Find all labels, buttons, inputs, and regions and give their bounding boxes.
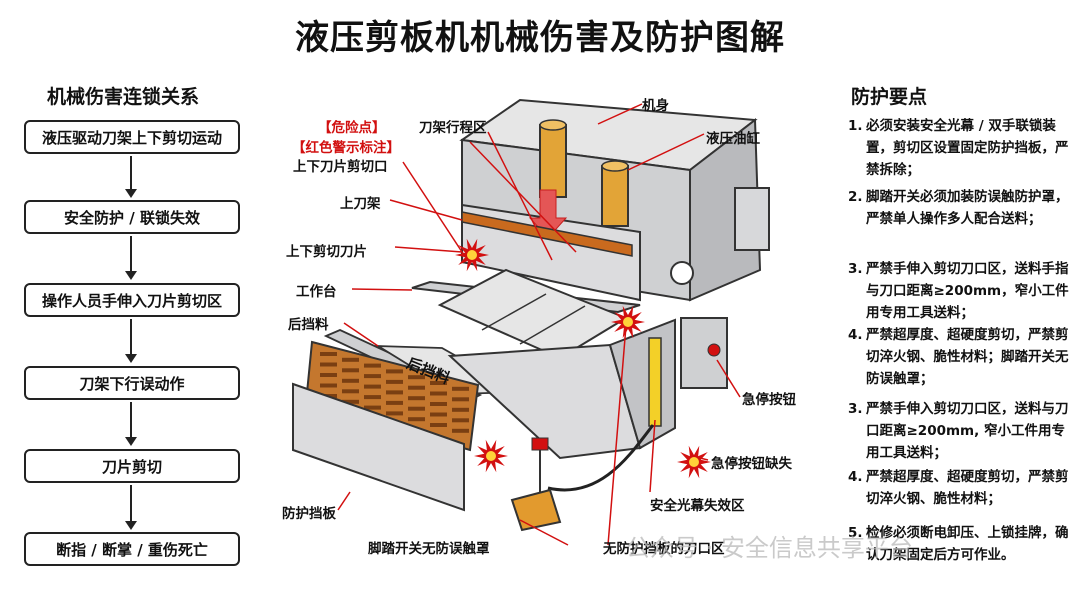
- flow-arrow: [125, 236, 137, 280]
- flow-step-4: 刀架下行误动作: [24, 366, 240, 400]
- pedal-label: 脚踏开关无防误触罩: [368, 541, 490, 557]
- foot-pedal: [510, 488, 562, 532]
- flow-step-2: 安全防护 / 联锁失效: [24, 200, 240, 234]
- estop-missing-label: 急停按钮缺失: [711, 456, 792, 472]
- guard-plate: [292, 382, 465, 512]
- tip-item: 5.检修必须断电卸压、上锁挂牌，确认刀架固定后方可作业。: [848, 525, 1069, 563]
- watermark: 公众号 · 安全信息共享平台: [626, 534, 913, 562]
- tip-item: 1.必须安装安全光幕 / 双手联锁装置，剪切区设置固定防护挡板，严禁拆除；: [848, 118, 1069, 178]
- tip-item: 4.严禁超厚度、超硬度剪切，严禁剪切淬火钢、脆性材料；: [848, 469, 1069, 507]
- estop-label: 急停按钮: [742, 392, 796, 408]
- cut-edge-label: 上下刀片剪切口: [293, 159, 388, 175]
- chain-heading: 机械伤害连锁关系: [47, 86, 200, 108]
- flow-step-1: 液压驱动刀架上下剪切运动: [24, 120, 240, 154]
- flow-step-3: 操作人员手伸入刀片剪切区: [24, 283, 240, 317]
- tip-item: 2.脚踏开关必须加装防误触防护罩，严禁单人操作多人配合送料；: [848, 189, 1069, 227]
- flow-arrow: [125, 402, 137, 446]
- blade-travel-label: 刀架行程区: [419, 120, 487, 136]
- warning-mark-label: 【红色警示标注】: [292, 140, 400, 156]
- hydraulic-cylinder-left: [539, 119, 567, 198]
- tip-item: 4.严禁超厚度、超硬度剪切，严禁剪切淬火钢、脆性材料；脚踏开关无防误触罩；: [848, 327, 1069, 387]
- page-title: 液压剪板机机械伤害及防护图解: [295, 18, 785, 58]
- flow-arrow: [125, 485, 137, 530]
- work-table-label: 工作台: [296, 284, 337, 300]
- machine-body-label: 机身: [642, 98, 669, 114]
- guard-plate-label: 防护挡板: [282, 506, 336, 522]
- danger-point-label: 【危险点】: [318, 120, 386, 136]
- tips-heading: 防护要点: [851, 86, 928, 108]
- hydraulic-cylinder-label: 液压油缸: [706, 131, 760, 147]
- hydraulic-cylinder-right: [601, 160, 629, 227]
- light-curtain-label: 安全光幕失效区: [650, 498, 745, 514]
- tip-item: 3.严禁手伸入剪切刀口区，送料手指与刀口距离≥200mm，窄小工件用专用工具送料…: [848, 261, 1069, 321]
- unguarded-edge-label: 无防护挡板的刀口区: [603, 541, 725, 557]
- tip-item: 3.严禁手伸入剪切刀口区，送料与刀口距离≥200mm, 窄小工件用专用工具送料；: [848, 401, 1069, 461]
- flow-step-5: 刀片剪切: [24, 449, 240, 483]
- flow-arrow: [125, 156, 137, 198]
- backgauge-label: 后挡料: [288, 317, 329, 333]
- blades-label: 上下剪切刀片: [286, 244, 367, 260]
- flow-arrow: [125, 319, 137, 363]
- upper-holder-label: 上刀架: [340, 196, 381, 212]
- flow-step-6: 断指 / 断掌 / 重伤死亡: [24, 532, 240, 566]
